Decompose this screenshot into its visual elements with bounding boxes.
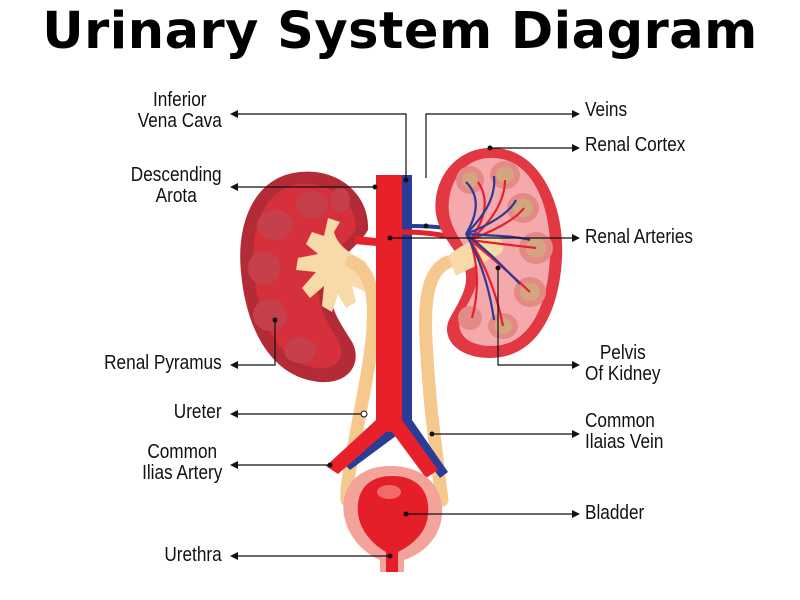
right-kidney (435, 147, 563, 358)
left-kidney-pyramids (248, 188, 350, 363)
label-veins: Veins (585, 99, 628, 121)
bladder (343, 466, 443, 572)
label-urethra: Urethra (164, 544, 222, 566)
label-descending-aorta: Descending Arota (131, 164, 222, 207)
label-renal-arteries: Renal Arteries (585, 226, 694, 248)
right-kidney-pelvis (448, 237, 504, 276)
label-renal-cortex: Renal Cortex (585, 134, 686, 156)
label-renal-pyramus: Renal Pyramus (104, 352, 222, 374)
leader-dots (272, 145, 501, 559)
label-common-ilias-artery: Common Ilias Artery (141, 441, 222, 484)
label-common-ilaias-vein: Common Ilaias Vein (585, 410, 664, 453)
label-inferior-vena-cava: Inferior Vena Cava (137, 89, 222, 132)
left-kidney (240, 171, 369, 383)
diagram-title: Urinary System Diagram (42, 2, 758, 61)
label-pelvis-of-kidney: Pelvis Of Kidney (585, 342, 661, 385)
leader-lines (236, 113, 574, 557)
left-kidney-pelvis (296, 218, 366, 312)
label-ureter: Ureter (174, 401, 222, 423)
leader-arrowheads (230, 110, 580, 560)
label-bladder: Bladder (585, 502, 645, 524)
